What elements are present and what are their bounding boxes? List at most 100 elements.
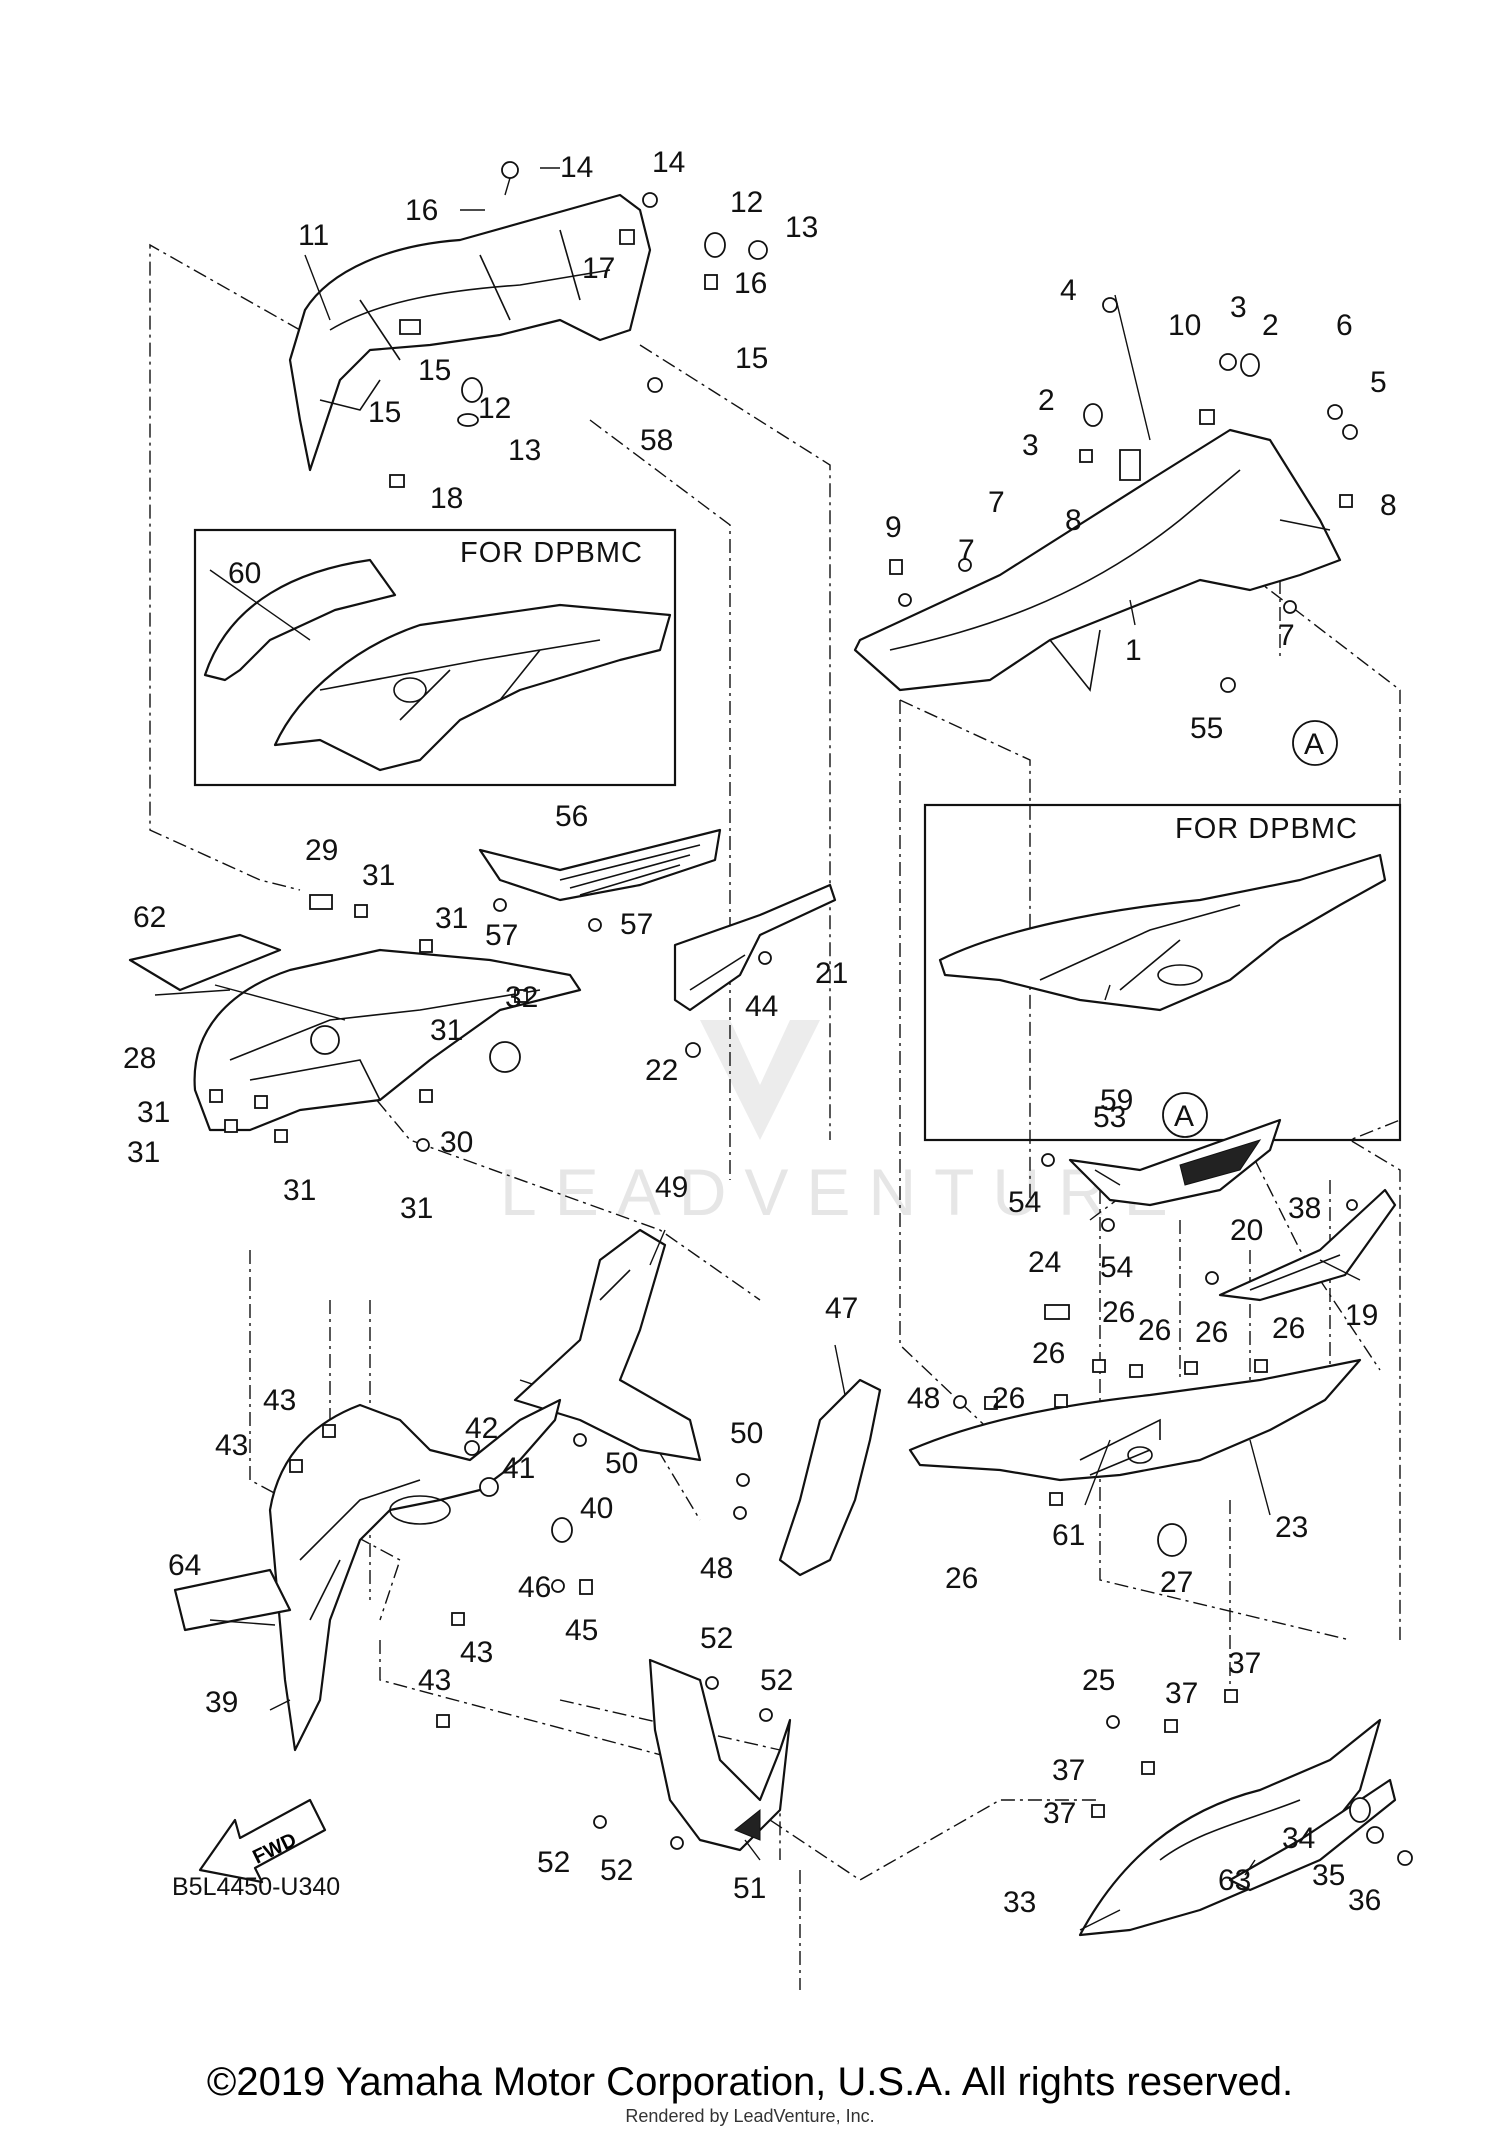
callout-label: 43 — [263, 1384, 296, 1417]
bolt-icon — [733, 1506, 747, 1520]
bolt-icon — [1101, 1218, 1115, 1232]
callout-label: 35 — [1312, 1859, 1345, 1892]
bolt-icon — [736, 1473, 750, 1487]
callout-label: 63 — [1218, 1864, 1251, 1897]
bolt-icon — [705, 1676, 719, 1690]
grommet-icon — [551, 1517, 573, 1543]
clip-icon — [309, 894, 333, 910]
callout-label: 13 — [508, 434, 541, 467]
callout-label: 36 — [1348, 1884, 1381, 1917]
callout-label: 23 — [1275, 1511, 1308, 1544]
callout-label: 31 — [430, 1014, 463, 1047]
grommet-icon — [704, 232, 726, 258]
callout-label: 26 — [1032, 1337, 1065, 1370]
callout-label: 16 — [734, 267, 767, 300]
inset-panel-60: FOR DPBMC — [193, 528, 677, 787]
callout-label: 38 — [1288, 1192, 1321, 1225]
bolt-icon — [670, 1836, 684, 1850]
clip-icon — [1339, 494, 1353, 508]
inset-1-title: FOR DPBMC — [460, 537, 643, 569]
clip-icon — [1044, 1304, 1070, 1320]
nut-icon — [1342, 424, 1358, 440]
part-62-sticker — [128, 933, 282, 992]
clip-icon — [451, 1612, 465, 1626]
callout-label: 1 — [1125, 634, 1142, 667]
bolt-icon — [642, 192, 658, 208]
callout-label: 53 — [1093, 1101, 1126, 1134]
callout-label: 15 — [418, 354, 451, 387]
callout-label: 31 — [400, 1192, 433, 1225]
callout-label: 15 — [735, 342, 768, 375]
callout-numbers: 14 14 16 11 17 12 13 16 15 15 15 12 13 5… — [123, 146, 1397, 1919]
marker-a-circle — [1292, 720, 1338, 766]
clip-icon — [389, 474, 405, 488]
callout-label: 18 — [430, 482, 463, 515]
clip-icon — [224, 1119, 238, 1133]
bolt-icon — [493, 898, 507, 912]
bolt-icon — [551, 1579, 565, 1593]
callout-label: 50 — [605, 1447, 638, 1480]
clip-icon — [419, 1089, 433, 1103]
washer-icon — [457, 413, 479, 427]
bolt-icon — [1205, 1271, 1219, 1285]
callout-label: 52 — [600, 1854, 633, 1887]
callout-label: 28 — [123, 1042, 156, 1075]
callout-label: 26 — [1138, 1314, 1171, 1347]
bolt-icon — [685, 1042, 701, 1058]
clip-icon — [889, 559, 903, 575]
callout-label: 9 — [885, 511, 902, 544]
callout-label: 2 — [1262, 309, 1279, 342]
callout-label: 16 — [405, 194, 438, 227]
clip-icon — [354, 904, 368, 918]
callout-label: 43 — [215, 1429, 248, 1462]
clip-icon — [1049, 1492, 1063, 1506]
callout-label: 31 — [137, 1096, 170, 1129]
leader-lines — [154, 167, 1361, 1931]
callout-label: 43 — [418, 1664, 451, 1697]
inset-box-1 — [193, 528, 677, 787]
fwd-arrow-icon — [198, 1798, 327, 1884]
bolt-icon — [1102, 297, 1118, 313]
washer-icon — [1219, 353, 1237, 371]
fwd-arrow: FWD — [198, 1798, 327, 1884]
clip-icon — [1141, 1761, 1155, 1775]
callout-label: 3 — [1230, 291, 1247, 324]
callout-label: 54 — [1008, 1186, 1041, 1219]
callout-label: 20 — [1230, 1214, 1263, 1247]
callout-label: 26 — [992, 1382, 1025, 1415]
callout-label: 60 — [228, 557, 261, 590]
callout-label: 26 — [1195, 1316, 1228, 1349]
bolt-icon — [958, 558, 972, 572]
callout-label: 46 — [518, 1571, 551, 1604]
callout-label: 31 — [283, 1174, 316, 1207]
callout-label: 48 — [907, 1382, 940, 1415]
callout-label: 52 — [537, 1846, 570, 1879]
clip-icon — [1199, 409, 1215, 425]
callout-label: 37 — [1228, 1647, 1261, 1680]
clip-icon — [254, 1095, 268, 1109]
callout-label: 58 — [640, 424, 673, 457]
bolt-icon — [1106, 1715, 1120, 1729]
bolt-icon — [953, 1395, 967, 1409]
inset-box-2 — [923, 803, 1402, 1142]
clip-icon — [1054, 1394, 1068, 1408]
part-56-grille — [478, 828, 722, 902]
bolt-icon — [501, 161, 519, 196]
callout-label: 26 — [1102, 1296, 1135, 1329]
callout-label: 31 — [127, 1136, 160, 1169]
bolt-icon — [1220, 677, 1236, 693]
grommet-icon — [1083, 403, 1103, 427]
callout-label: 31 — [435, 902, 468, 935]
bolt-icon — [1041, 1153, 1055, 1167]
callout-label: 59 — [1100, 1084, 1133, 1117]
callout-label: 64 — [168, 1549, 201, 1582]
clip-icon — [1254, 1359, 1268, 1373]
callout-label: 6 — [1336, 309, 1353, 342]
clip-icon — [1184, 1361, 1198, 1375]
bolt-icon — [1397, 1850, 1413, 1866]
callout-label: 61 — [1052, 1519, 1085, 1552]
grommet-icon — [489, 1041, 521, 1073]
callout-label: 44 — [745, 990, 778, 1023]
callout-label: 33 — [1003, 1886, 1036, 1919]
